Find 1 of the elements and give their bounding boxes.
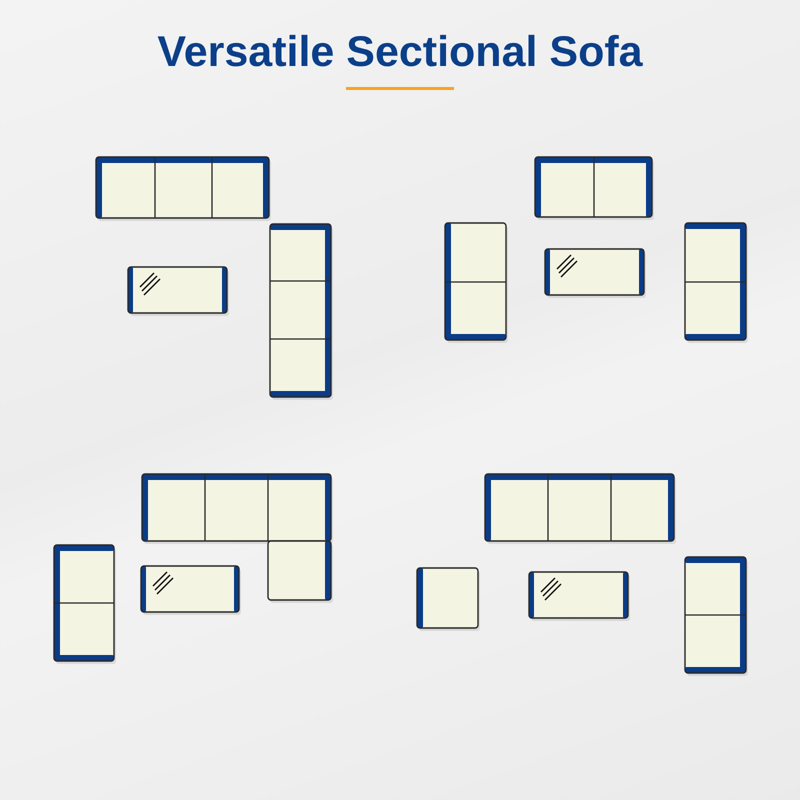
title: Versatile Sectional Sofa (157, 27, 643, 78)
